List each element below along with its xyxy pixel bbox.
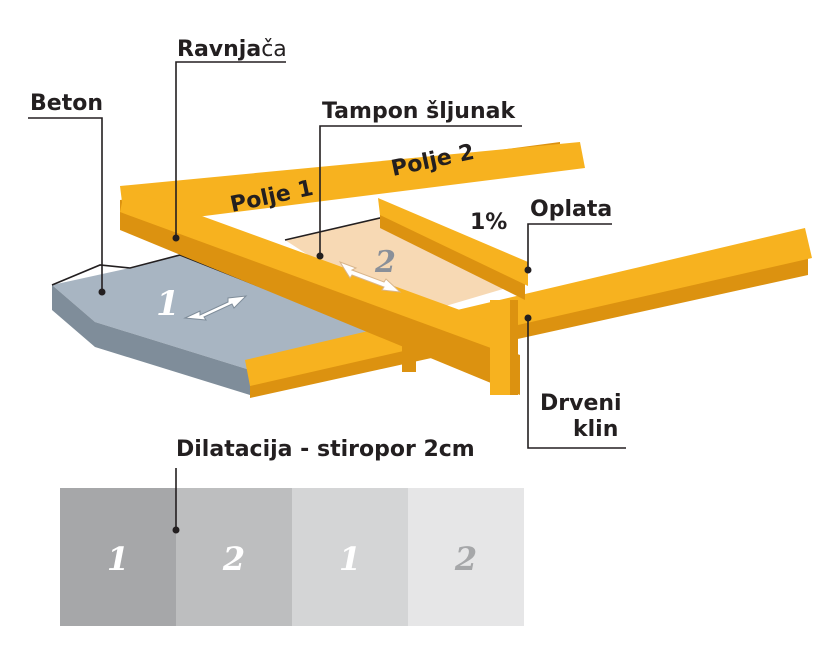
label-klin: klin bbox=[573, 417, 618, 442]
sequence-cell-4 bbox=[408, 488, 524, 626]
front-rail bbox=[245, 228, 812, 386]
sequence-mark: 2 bbox=[454, 540, 477, 578]
pointer-dot bbox=[98, 288, 106, 296]
cross-board bbox=[378, 198, 528, 286]
front-rail-side bbox=[250, 255, 808, 398]
label-oplata: Oplata bbox=[530, 197, 612, 222]
wooden-wedge-post-shadow bbox=[510, 300, 518, 395]
label-tampon: Tampon šljunak bbox=[322, 99, 516, 124]
pointer-dot bbox=[172, 234, 180, 242]
cross-board-side bbox=[380, 210, 525, 300]
pointer-dot bbox=[316, 252, 324, 260]
leader-drveni-klin bbox=[527, 318, 626, 449]
pointer-dot bbox=[172, 526, 180, 534]
label-dilatacija: Dilatacija - stiropor 2cm bbox=[176, 437, 475, 462]
sequence-mark: 1 bbox=[339, 540, 361, 578]
field-mark-2: 2 bbox=[374, 245, 396, 280]
concrete-slab-front bbox=[52, 285, 250, 395]
label-ravnjaca-suffix: ča bbox=[261, 37, 287, 62]
pointer-dot bbox=[524, 266, 532, 274]
screed-board-side bbox=[120, 212, 520, 395]
sequence-cell-2 bbox=[176, 488, 292, 626]
leader-oplata bbox=[527, 223, 612, 270]
label-ravnjaca: Ravnjača bbox=[177, 37, 287, 62]
label-slope: 1% bbox=[470, 210, 507, 235]
label-beton: Beton bbox=[30, 91, 103, 116]
sequence-mark: 2 bbox=[222, 540, 245, 578]
arrow-icon bbox=[338, 261, 402, 293]
sequence-cell-3 bbox=[292, 488, 408, 626]
back-rail bbox=[120, 142, 585, 226]
label-drveni: Drveni bbox=[540, 391, 622, 416]
pour-sequence-strip: 1 2 1 2 bbox=[60, 488, 524, 626]
gravel-field bbox=[285, 218, 520, 318]
sequence-mark: 1 bbox=[107, 540, 129, 578]
pointer-dot bbox=[524, 314, 532, 322]
leader-ravnjaca bbox=[175, 61, 286, 238]
field-mark-1: 1 bbox=[156, 284, 180, 324]
sequence-cell-1 bbox=[60, 488, 176, 626]
wooden-wedge-small bbox=[402, 340, 416, 372]
screed-board bbox=[120, 188, 515, 355]
label-ravnjaca-main: Ravnja bbox=[177, 37, 261, 62]
arrow-icon bbox=[183, 295, 248, 321]
leader-beton bbox=[28, 117, 103, 292]
leader-tampon bbox=[319, 125, 522, 256]
